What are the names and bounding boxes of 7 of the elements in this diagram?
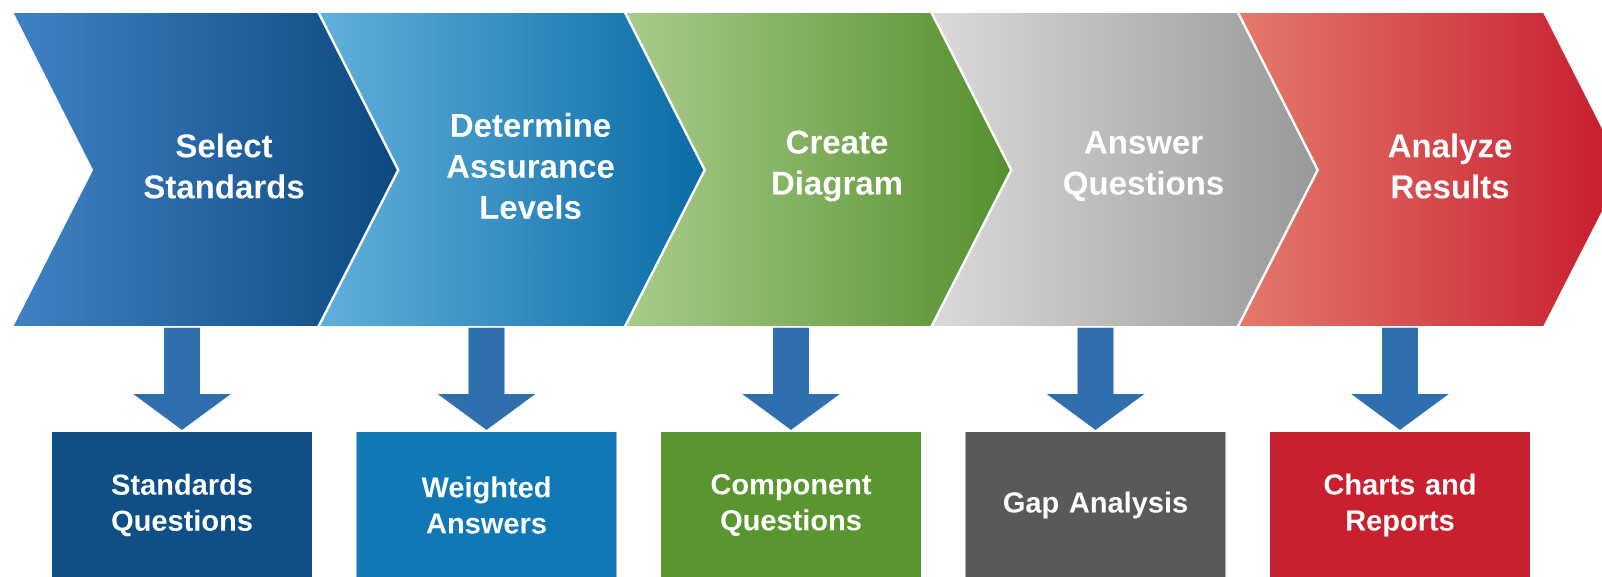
chevron-step: Select Standards <box>10 11 400 328</box>
result-box: Charts and Reports <box>1268 430 1532 577</box>
result-box: Weighted Answers <box>354 430 619 577</box>
chevron-step: Analyze Results <box>1236 11 1602 328</box>
result-box: Component Questions <box>659 430 923 577</box>
result-box: Standards Questions <box>50 430 314 577</box>
result-box: Gap Analysis <box>963 430 1228 577</box>
